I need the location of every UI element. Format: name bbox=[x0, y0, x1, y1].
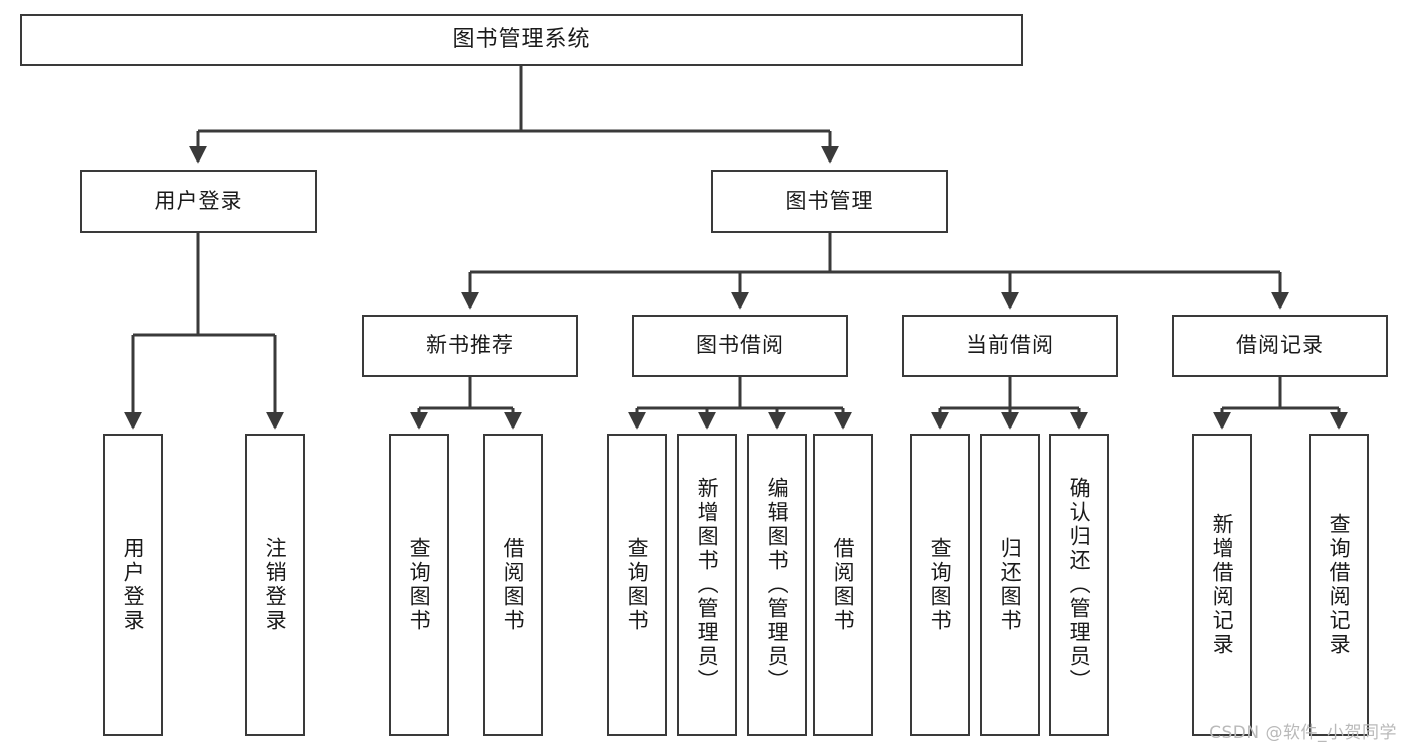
leaf-logout[interactable]: 注销登录 bbox=[245, 434, 305, 736]
leaf-query-book-borrow[interactable]: 查询图书 bbox=[607, 434, 667, 736]
node-label: 新增图书（管理员） bbox=[695, 477, 720, 693]
node-borrow-records[interactable]: 借阅记录 bbox=[1172, 315, 1388, 377]
node-label: 用户登录 bbox=[121, 537, 146, 633]
node-label: 用户登录 bbox=[154, 188, 243, 213]
node-label: 注销登录 bbox=[263, 537, 288, 633]
node-book-management[interactable]: 图书管理 bbox=[711, 170, 948, 233]
leaf-query-book-current[interactable]: 查询图书 bbox=[910, 434, 970, 736]
node-label: 查询图书 bbox=[625, 537, 650, 633]
node-user-login[interactable]: 用户登录 bbox=[80, 170, 317, 233]
node-label: 图书管理 bbox=[785, 188, 874, 213]
node-label: 新增借阅记录 bbox=[1210, 513, 1235, 657]
leaf-query-book-recommend[interactable]: 查询图书 bbox=[389, 434, 449, 736]
node-label: 编辑图书（管理员） bbox=[765, 477, 790, 693]
node-label: 图书管理系统 bbox=[452, 26, 591, 52]
leaf-borrow-book-recommend[interactable]: 借阅图书 bbox=[483, 434, 543, 736]
node-current-borrow[interactable]: 当前借阅 bbox=[902, 315, 1118, 377]
leaf-user-login[interactable]: 用户登录 bbox=[103, 434, 163, 736]
watermark: CSDN @软件_小贺同学 bbox=[1209, 723, 1397, 743]
leaf-add-book-admin[interactable]: 新增图书（管理员） bbox=[677, 434, 737, 736]
leaf-query-borrow-record[interactable]: 查询借阅记录 bbox=[1309, 434, 1369, 736]
node-label: 借阅图书 bbox=[831, 537, 856, 633]
node-new-book-recommend[interactable]: 新书推荐 bbox=[362, 315, 578, 377]
node-label: 查询图书 bbox=[407, 537, 432, 633]
node-label: 查询图书 bbox=[928, 537, 953, 633]
leaf-edit-book-admin[interactable]: 编辑图书（管理员） bbox=[747, 434, 807, 736]
leaf-borrow-book[interactable]: 借阅图书 bbox=[813, 434, 873, 736]
node-label: 查询借阅记录 bbox=[1327, 513, 1352, 657]
node-label: 借阅图书 bbox=[501, 537, 526, 633]
leaf-add-borrow-record[interactable]: 新增借阅记录 bbox=[1192, 434, 1252, 736]
node-label: 借阅记录 bbox=[1236, 333, 1324, 358]
node-label: 当前借阅 bbox=[966, 333, 1054, 358]
node-label: 图书借阅 bbox=[696, 333, 784, 358]
node-label: 确认归还（管理员） bbox=[1067, 477, 1092, 693]
node-book-borrow[interactable]: 图书借阅 bbox=[632, 315, 848, 377]
node-root-library-system[interactable]: 图书管理系统 bbox=[20, 14, 1023, 66]
node-label: 新书推荐 bbox=[426, 333, 514, 358]
node-label: 归还图书 bbox=[998, 537, 1023, 633]
leaf-confirm-return-admin[interactable]: 确认归还（管理员） bbox=[1049, 434, 1109, 736]
leaf-return-book[interactable]: 归还图书 bbox=[980, 434, 1040, 736]
